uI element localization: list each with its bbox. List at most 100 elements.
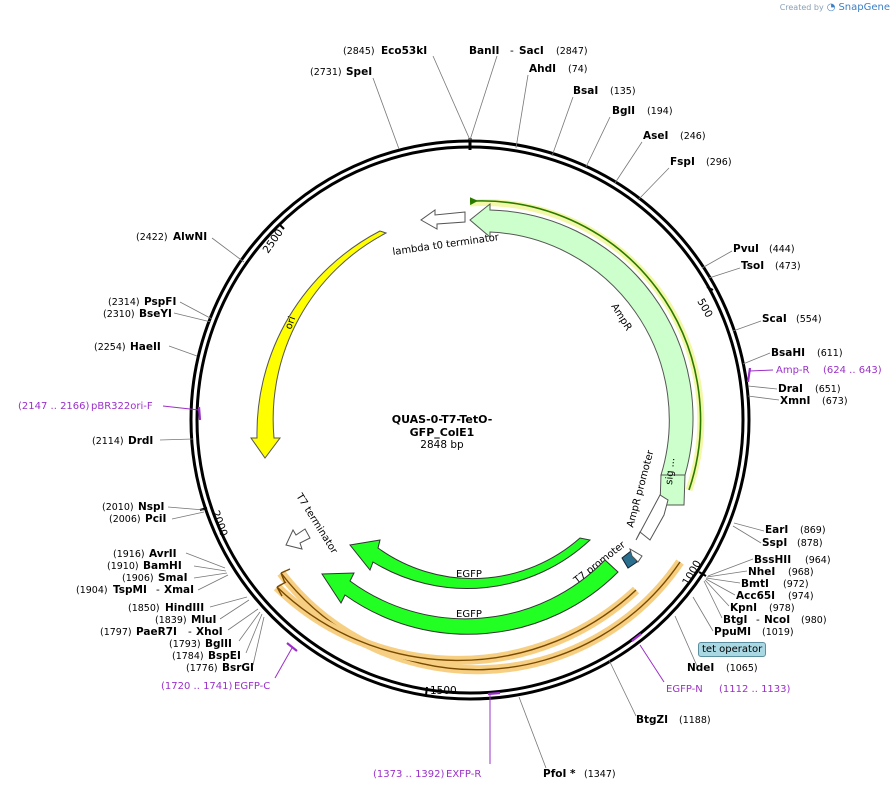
svg-text:(964): (964)	[805, 555, 831, 566]
svg-text:(1797): (1797)	[100, 627, 132, 638]
site-haeii[interactable]: (2254)HaeII	[94, 341, 161, 353]
svg-text:(1904): (1904)	[76, 585, 108, 596]
site-drai[interactable]: DraI(651)	[778, 383, 841, 395]
site-eari[interactable]: EarI(869)	[765, 524, 826, 536]
site-avrii[interactable]: (1916)AvrII	[113, 548, 177, 560]
tick-label-1500: 1500	[430, 685, 457, 697]
svg-text:(135): (135)	[610, 86, 636, 97]
site-btgzi[interactable]: BtgZI(1188)	[636, 714, 711, 726]
svg-text:(2731): (2731)	[310, 67, 342, 78]
site-fspi[interactable]: FspI(296)	[670, 156, 732, 168]
egfp-feature-1[interactable]	[349, 537, 592, 590]
site-pfoi[interactable]: PfoI *(1347)	[543, 768, 616, 780]
svg-text:(651): (651)	[815, 384, 841, 395]
svg-text:(1793): (1793)	[169, 639, 201, 650]
site-bglii[interactable]: (1793)BglII	[169, 638, 232, 650]
egfp-feature-2[interactable]	[321, 559, 619, 635]
site-ppumi[interactable]: PpuMI(1019)	[714, 626, 794, 638]
svg-text:BssHII: BssHII	[754, 554, 791, 566]
ori-feature[interactable]	[250, 230, 388, 459]
svg-text:Eco53kI: Eco53kI	[381, 45, 427, 57]
tick-1000	[698, 571, 707, 577]
site-ahdi[interactable]: AhdI(74)	[529, 63, 588, 75]
svg-text:XhoI: XhoI	[196, 626, 223, 638]
svg-text:-: -	[510, 45, 514, 57]
svg-text:-: -	[188, 626, 192, 638]
svg-text:PvuI: PvuI	[733, 243, 759, 255]
site-nhei[interactable]: NheI(968)	[748, 566, 814, 578]
site-bamhi[interactable]: (1910)BamHI	[107, 560, 182, 572]
svg-text:EXFP-R: EXFP-R	[446, 769, 481, 780]
svg-text:MluI: MluI	[191, 614, 216, 626]
svg-text:(1916): (1916)	[113, 549, 145, 560]
svg-text:(246): (246)	[680, 131, 706, 142]
site-bsrgi[interactable]: (1776)BsrGI	[186, 662, 254, 674]
svg-text:BmtI: BmtI	[741, 578, 769, 590]
svg-text:BseYI: BseYI	[139, 308, 172, 320]
tet-operator-label[interactable]: tet operator	[698, 642, 767, 657]
svg-text:-: -	[156, 584, 160, 596]
svg-text:(74): (74)	[568, 64, 588, 75]
site-asei[interactable]: AseI(246)	[643, 130, 706, 142]
site-bgli[interactable]: BglI(194)	[612, 105, 673, 117]
primer-egfp-c[interactable]: (1720 .. 1741)EGFP-C	[161, 681, 270, 692]
site-paer7i-xhoi[interactable]: (1797)PaeR7I-XhoI	[100, 626, 223, 638]
primer-exfp-r[interactable]: (1373 .. 1392)EXFP-R	[373, 769, 481, 780]
site-tspmi-xmai[interactable]: (1904)TspMI-XmaI	[76, 584, 194, 596]
svg-text:BspEI: BspEI	[208, 650, 241, 662]
site-bsshii[interactable]: BssHII (964)	[754, 554, 831, 566]
site-xmni[interactable]: XmnI(673)	[780, 395, 848, 407]
svg-text:KpnI: KpnI	[730, 602, 757, 614]
site-scai[interactable]: ScaI(554)	[762, 313, 822, 325]
lambda-t0-terminator-feature[interactable]	[420, 209, 466, 230]
site-mlui[interactable]: (1839)MluI	[155, 614, 216, 626]
ampr-feature[interactable]	[469, 197, 705, 506]
ampr-label: AmpR	[608, 302, 633, 333]
t7-terminator-feature[interactable]	[285, 528, 311, 550]
backbone	[189, 138, 751, 701]
svg-text:(1347): (1347)	[584, 769, 616, 780]
site-spei[interactable]: (2731)SpeI	[310, 66, 372, 78]
svg-text:NheI: NheI	[748, 566, 775, 578]
site-acc65i[interactable]: Acc65I(974)	[736, 590, 814, 602]
site-hindiii[interactable]: (1850)HindIII	[128, 602, 204, 614]
site-alwni[interactable]: (2422)AlwNI	[136, 231, 207, 243]
site-bsahi[interactable]: BsaHI (611)	[771, 347, 843, 359]
tet-operator-feature[interactable]	[621, 547, 643, 569]
svg-text:(1373 .. 1392): (1373 .. 1392)	[373, 769, 445, 780]
svg-text:(2114): (2114)	[92, 436, 124, 447]
site-tsoi[interactable]: TsoI(473)	[741, 260, 801, 272]
svg-text:BsaHI: BsaHI	[771, 347, 805, 359]
svg-text:XmaI: XmaI	[164, 584, 194, 596]
tick-500	[706, 286, 714, 291]
site-bmti[interactable]: BmtI(972)	[741, 578, 809, 590]
svg-text:(1906): (1906)	[122, 573, 154, 584]
site-bseyi[interactable]: (2310)BseYI	[103, 308, 172, 320]
ampr-promoter-feature[interactable]	[635, 494, 669, 541]
svg-text:(1910): (1910)	[107, 561, 139, 572]
svg-text:DrdI: DrdI	[128, 435, 153, 447]
primer-egfp-n[interactable]: EGFP-N(1112 .. 1133)	[666, 684, 791, 695]
svg-text:BsrGI: BsrGI	[222, 662, 254, 674]
site-sspi[interactable]: SspI(878)	[762, 537, 823, 549]
primer-pbr322ori-f[interactable]: (2147 .. 2166)pBR322ori-F	[18, 401, 153, 412]
site-pspfi[interactable]: (2314)PspFI	[108, 296, 176, 308]
svg-text:(2845): (2845)	[343, 46, 375, 57]
site-pvui[interactable]: PvuI(444)	[733, 243, 795, 255]
site-eco53ki[interactable]: (2845) Eco53kI	[343, 45, 427, 57]
svg-text:(611): (611)	[817, 348, 843, 359]
site-ndei[interactable]: NdeI(1065)	[687, 662, 758, 674]
site-drdi[interactable]: (2114) DrdI	[92, 435, 153, 447]
site-bsai[interactable]: BsaI(135)	[573, 85, 636, 97]
svg-text:NcoI: NcoI	[764, 614, 790, 626]
site-kpni[interactable]: KpnI(978)	[730, 602, 795, 614]
site-smai[interactable]: (1906)SmaI	[122, 572, 188, 584]
site-nspi[interactable]: (2010)NspI	[102, 501, 164, 513]
site-banii-saci[interactable]: BanII-SacI(2847)	[469, 45, 588, 57]
site-bspei[interactable]: (1784)BspEI	[172, 650, 241, 662]
svg-text:(878): (878)	[797, 538, 823, 549]
primer-amp-r[interactable]: Amp-R(624 .. 643)	[776, 365, 882, 376]
svg-text:TsoI: TsoI	[741, 260, 764, 272]
site-pcii[interactable]: (2006)PciI	[109, 513, 166, 525]
site-btgi-ncoi[interactable]: BtgI-NcoI(980)	[723, 614, 827, 626]
